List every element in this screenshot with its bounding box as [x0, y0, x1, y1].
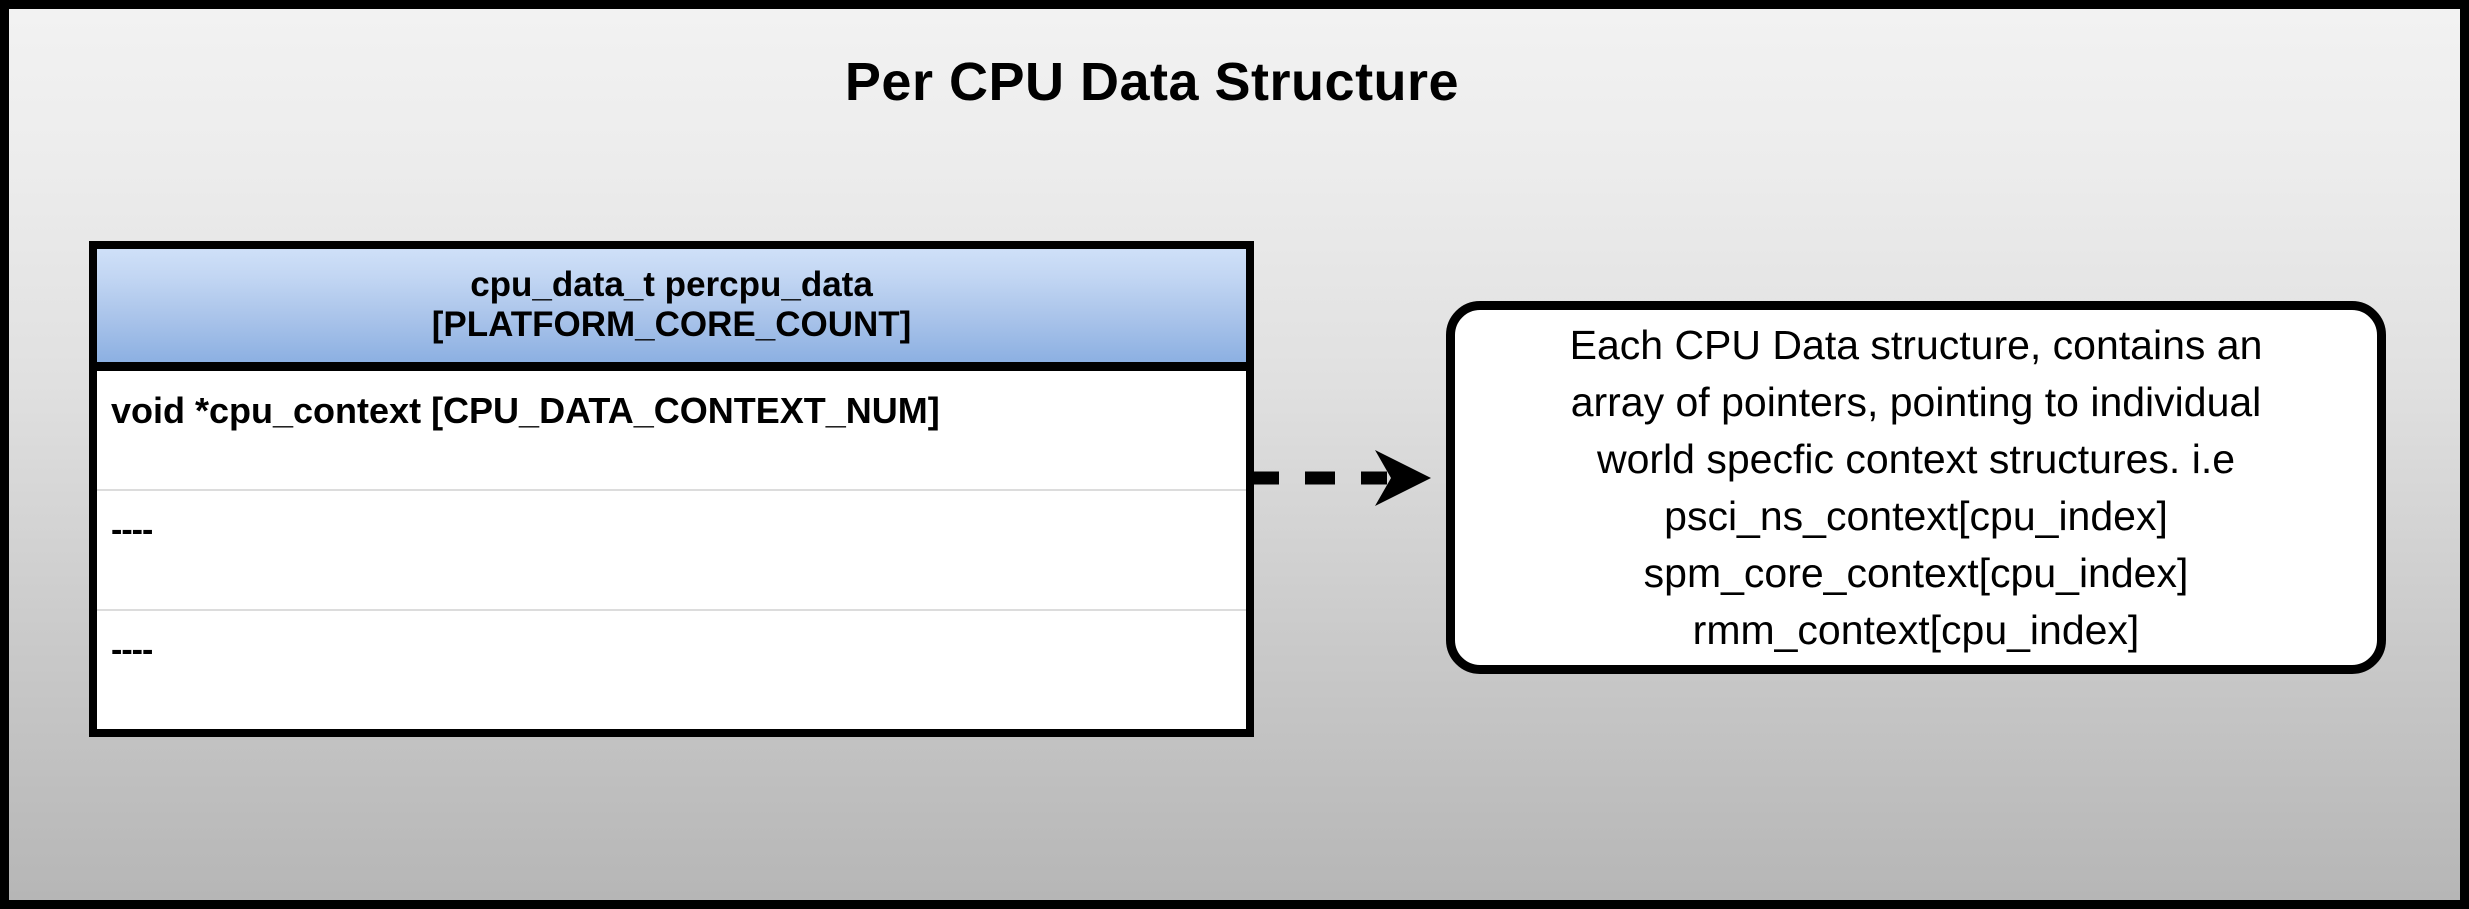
- dashed-arrow-right-icon: [1247, 445, 1437, 511]
- struct-field-row: ----: [97, 491, 1246, 612]
- callout-line: Each CPU Data structure, contains an: [1569, 321, 2263, 368]
- callout-line: world specfic context structures. i.e: [1596, 435, 2236, 482]
- struct-header-line-1: cpu_data_t percpu_data: [470, 265, 873, 304]
- callout-line: array of pointers, pointing to individua…: [1570, 378, 2262, 425]
- callout-note: Each CPU Data structure, contains an arr…: [1446, 301, 2386, 674]
- struct-header-line-2: [PLATFORM_CORE_COUNT]: [431, 304, 912, 344]
- callout-line: spm_core_context[cpu_index]: [1643, 549, 2189, 596]
- page-title: Per CPU Data Structure: [844, 52, 1460, 112]
- callout-line: rmm_context[cpu_index]: [1692, 606, 2140, 653]
- struct-field-list: void *cpu_context [CPU_DATA_CONTEXT_NUM]…: [89, 362, 1254, 738]
- struct-field-row: ----: [111, 631, 153, 670]
- percpu-data-struct-box: cpu_data_t percpu_data [PLATFORM_CORE_CO…: [89, 241, 1254, 738]
- struct-field-row: void *cpu_context [CPU_DATA_CONTEXT_NUM]: [97, 371, 1246, 492]
- callout-line: psci_ns_context[cpu_index]: [1664, 492, 2168, 539]
- callout-text: Each CPU Data structure, contains an arr…: [1552, 317, 2281, 659]
- struct-header: cpu_data_t percpu_data [PLATFORM_CORE_CO…: [89, 241, 1254, 363]
